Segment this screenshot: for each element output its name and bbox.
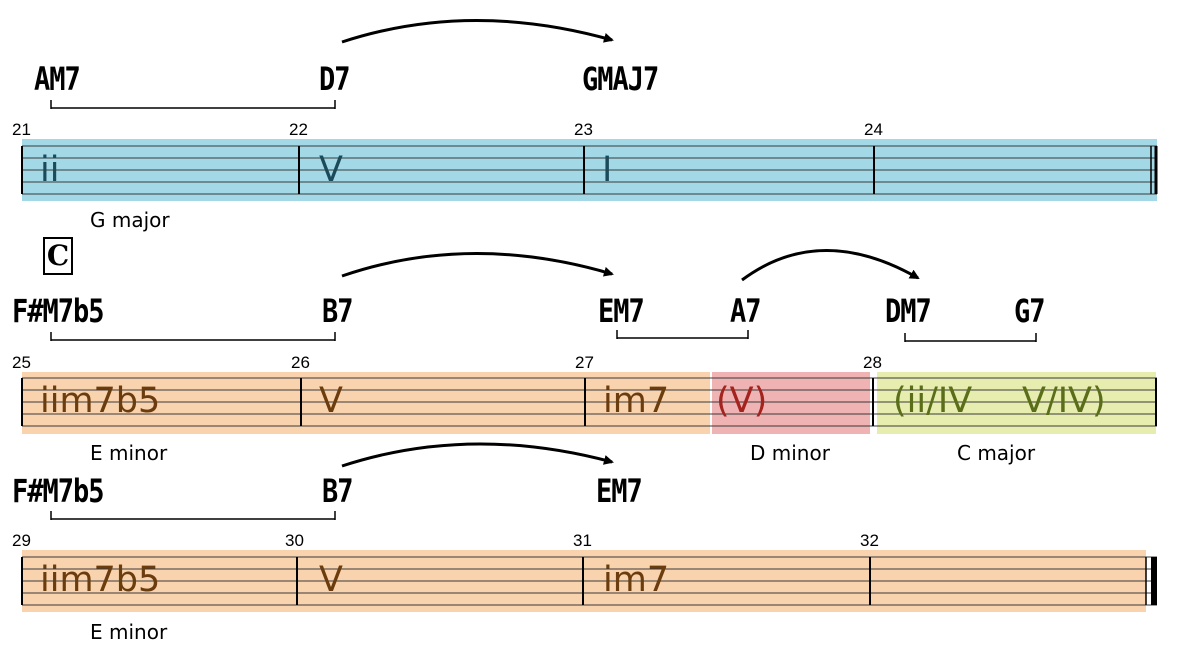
measure-number: 27 <box>575 353 594 372</box>
barlines-3 <box>21 557 1157 605</box>
roman-numeral: (ii/IV <box>893 381 973 421</box>
measure-number: 32 <box>860 531 879 550</box>
measure-number: 24 <box>864 120 883 139</box>
measure-number: 29 <box>12 531 31 550</box>
chord-symbol: F#M7b5 <box>12 473 105 511</box>
resolution-arrow-1 <box>341 19 614 44</box>
roman-numeral: V <box>319 381 343 421</box>
key-label: C major <box>957 441 1036 465</box>
chord-symbol: EM7 <box>596 473 643 511</box>
barlines-2 <box>21 378 1157 426</box>
roman-numeral: iim7b5 <box>40 560 161 600</box>
key-label: G major <box>90 208 170 232</box>
chord-symbol: GMAJ7 <box>582 61 659 99</box>
measure-number: 22 <box>289 120 308 139</box>
measure-number: 28 <box>863 353 882 372</box>
roman-numeral: im7 <box>603 381 670 421</box>
roman-numeral: V/IV) <box>1022 381 1106 421</box>
key-label: D minor <box>750 441 830 465</box>
chord-symbol: D7 <box>319 61 351 99</box>
measure-number: 30 <box>285 531 304 550</box>
resolution-arrow-3 <box>341 442 614 468</box>
roman-numeral: V <box>319 150 343 190</box>
measure-number: 21 <box>12 120 31 139</box>
rehearsal-mark: C <box>43 237 73 275</box>
resolution-arrow-2b <box>741 249 920 282</box>
resolution-arrow-2a <box>341 252 614 278</box>
chord-symbol: DM7 <box>885 293 932 331</box>
roman-numeral: iim7b5 <box>40 381 161 421</box>
chord-symbol: B7 <box>322 293 354 331</box>
chord-symbol: EM7 <box>598 293 645 331</box>
chord-symbol: F#M7b5 <box>12 293 105 331</box>
key-label: E minor <box>90 620 168 644</box>
measure-number: 31 <box>573 531 592 550</box>
chord-symbol: A7 <box>730 293 762 331</box>
chord-symbol: B7 <box>322 473 354 511</box>
roman-numeral: (V) <box>716 381 768 421</box>
key-region-c-major <box>877 372 1156 434</box>
chord-symbol: G7 <box>1014 293 1046 331</box>
key-region-e-minor-2 <box>22 372 710 434</box>
chord-symbol: AM7 <box>34 61 81 99</box>
key-label: E minor <box>90 441 168 465</box>
roman-numeral: V <box>319 560 343 600</box>
staff-lines-3 <box>22 556 1157 606</box>
staff-lines-2 <box>22 377 1157 427</box>
roman-numeral: im7 <box>603 560 670 600</box>
staff-lines-1 <box>22 145 1157 195</box>
roman-numeral: I <box>602 150 613 190</box>
barlines-1 <box>21 146 1158 194</box>
measure-number: 25 <box>12 353 31 372</box>
measure-number: 23 <box>574 120 593 139</box>
key-region-d-minor <box>712 372 870 434</box>
measure-number: 26 <box>291 353 310 372</box>
roman-numeral: ii <box>40 150 60 190</box>
